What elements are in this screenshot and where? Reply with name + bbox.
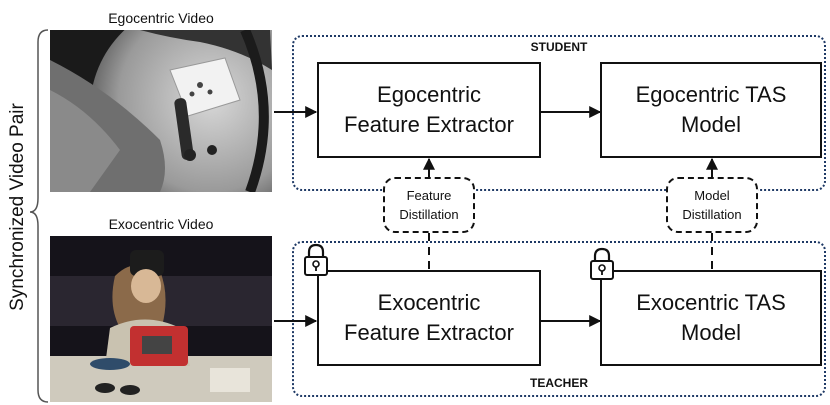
egocentric-tas-model-line2: Model	[681, 112, 741, 137]
exocentric-tas-model-line2: Model	[681, 320, 741, 345]
exocentric-feature-extractor-block: Exocentric Feature Extractor	[317, 270, 541, 366]
model-distillation-line1: Model	[694, 188, 730, 203]
egocentric-feature-extractor-line2: Feature Extractor	[344, 112, 514, 137]
egocentric-feature-extractor-block: Egocentric Feature Extractor	[317, 62, 541, 158]
model-distillation-box: Model Distillation	[666, 177, 758, 233]
exocentric-video-caption: Exocentric Video	[108, 216, 214, 232]
feature-distillation-line1: Feature	[406, 188, 452, 203]
egocentric-video-image	[50, 30, 272, 192]
exocentric-video-image	[50, 236, 272, 402]
feature-distillation-box: Feature Distillation	[383, 177, 475, 233]
model-distillation-line2: Distillation	[682, 207, 742, 222]
egocentric-video-frame	[50, 30, 272, 192]
exocentric-tas-model-block: Exocentric TAS Model	[600, 270, 822, 366]
exocentric-tas-model-line1: Exocentric TAS	[636, 290, 786, 315]
exocentric-feature-extractor-line2: Feature Extractor	[344, 320, 514, 345]
lock-icon	[304, 243, 328, 276]
left-brace	[29, 29, 49, 403]
egocentric-video-caption: Egocentric Video	[108, 10, 214, 26]
teacher-group-box	[292, 241, 826, 397]
student-title: STUDENT	[530, 40, 588, 54]
exocentric-video-frame	[50, 236, 272, 402]
lock-icon	[590, 247, 614, 280]
exocentric-feature-extractor-line1: Exocentric	[377, 290, 481, 315]
egocentric-tas-model-line1: Egocentric TAS	[635, 82, 787, 107]
feature-distillation-line2: Distillation	[399, 207, 459, 222]
egocentric-feature-extractor-line1: Egocentric	[377, 82, 481, 107]
teacher-title: TEACHER	[529, 376, 588, 390]
egocentric-tas-model-block: Egocentric TAS Model	[600, 62, 822, 158]
